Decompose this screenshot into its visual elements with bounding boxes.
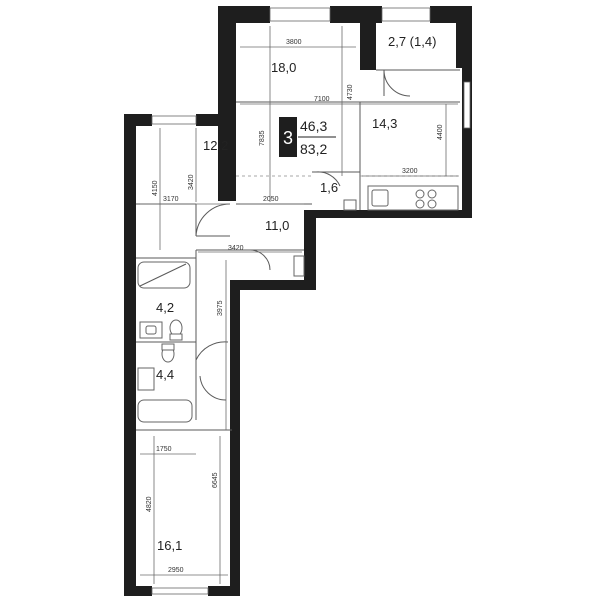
dimension-lines	[140, 26, 458, 584]
dim-label: 3975	[217, 300, 224, 316]
dim-label: 7100	[314, 96, 330, 103]
room-area-label: 12,2	[203, 138, 228, 153]
room-area-label: 4,2	[156, 300, 174, 315]
room-labels: 18,0 2,7 (1,4) 14,3 12,2 1,6 11,0 4,2 4,…	[156, 34, 436, 553]
dim-label: 4150	[152, 180, 159, 196]
dim-label: 3420	[228, 245, 244, 252]
room-area-label: 16,1	[157, 538, 182, 553]
rooms-count-box	[279, 117, 297, 157]
dim-label: 4400	[437, 124, 444, 140]
dim-label: 3420	[188, 174, 195, 190]
dim-label: 1750	[156, 446, 172, 453]
room-area-label: 11,0	[265, 218, 289, 233]
dim-label: 3200	[402, 168, 418, 175]
dimension-labels: 3800 4730 7100 7835 4400 3200 4150 3420 …	[146, 39, 444, 574]
dim-label: 2050	[263, 196, 279, 203]
apartment-badge: 3 46,3 83,2	[279, 117, 336, 157]
room-area-label: 1,6	[320, 180, 338, 195]
room-area-label: 4,4	[156, 367, 174, 382]
room-area-label: 14,3	[372, 116, 397, 131]
outer-walls	[124, 6, 472, 596]
total-area: 83,2	[300, 141, 327, 157]
dim-label: 4730	[347, 84, 354, 100]
dim-label: 3800	[286, 39, 302, 46]
dim-label: 2950	[168, 567, 184, 574]
rooms-count: 3	[283, 128, 293, 148]
dim-label: 6645	[212, 472, 219, 488]
living-area: 46,3	[300, 118, 327, 134]
fixtures	[137, 185, 459, 423]
room-area-label: 18,0	[271, 60, 296, 75]
dim-label: 3170	[163, 196, 179, 203]
dim-label: 7835	[259, 130, 266, 146]
room-area-label: 2,7 (1,4)	[388, 34, 436, 49]
doors	[195, 69, 411, 401]
dim-label: 4820	[146, 496, 153, 512]
